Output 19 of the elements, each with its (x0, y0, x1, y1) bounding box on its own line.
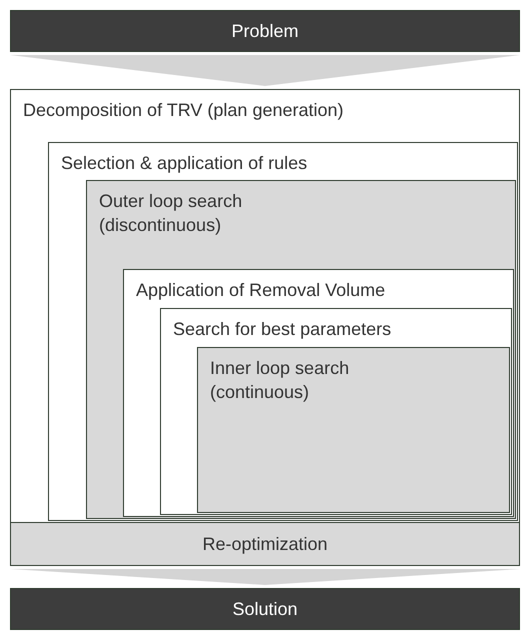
nested-box (86, 180, 516, 519)
box-heading: Outer loop search (discontinuous) (99, 190, 244, 237)
box-heading: Decomposition of TRV (plan generation) (23, 99, 344, 122)
title-bar (10, 588, 520, 630)
nested-box (123, 269, 514, 517)
arrow (10, 55, 520, 86)
nested-box (10, 89, 520, 523)
box-heading: Application of Removal Volume (136, 279, 386, 302)
bar-label: Solution (231, 598, 299, 621)
box-heading: Search for best parameters (173, 318, 392, 341)
box-heading: Selection & application of rules (61, 152, 308, 175)
bar-label: Problem (230, 20, 300, 43)
box-heading: Inner loop search (continuous) (210, 357, 350, 404)
title-bar (10, 10, 520, 52)
footer-bar (10, 522, 520, 566)
nested-box (48, 142, 518, 521)
nested-box (197, 347, 510, 513)
nested-box (160, 308, 512, 515)
bar-label: Re-optimization (201, 533, 329, 556)
